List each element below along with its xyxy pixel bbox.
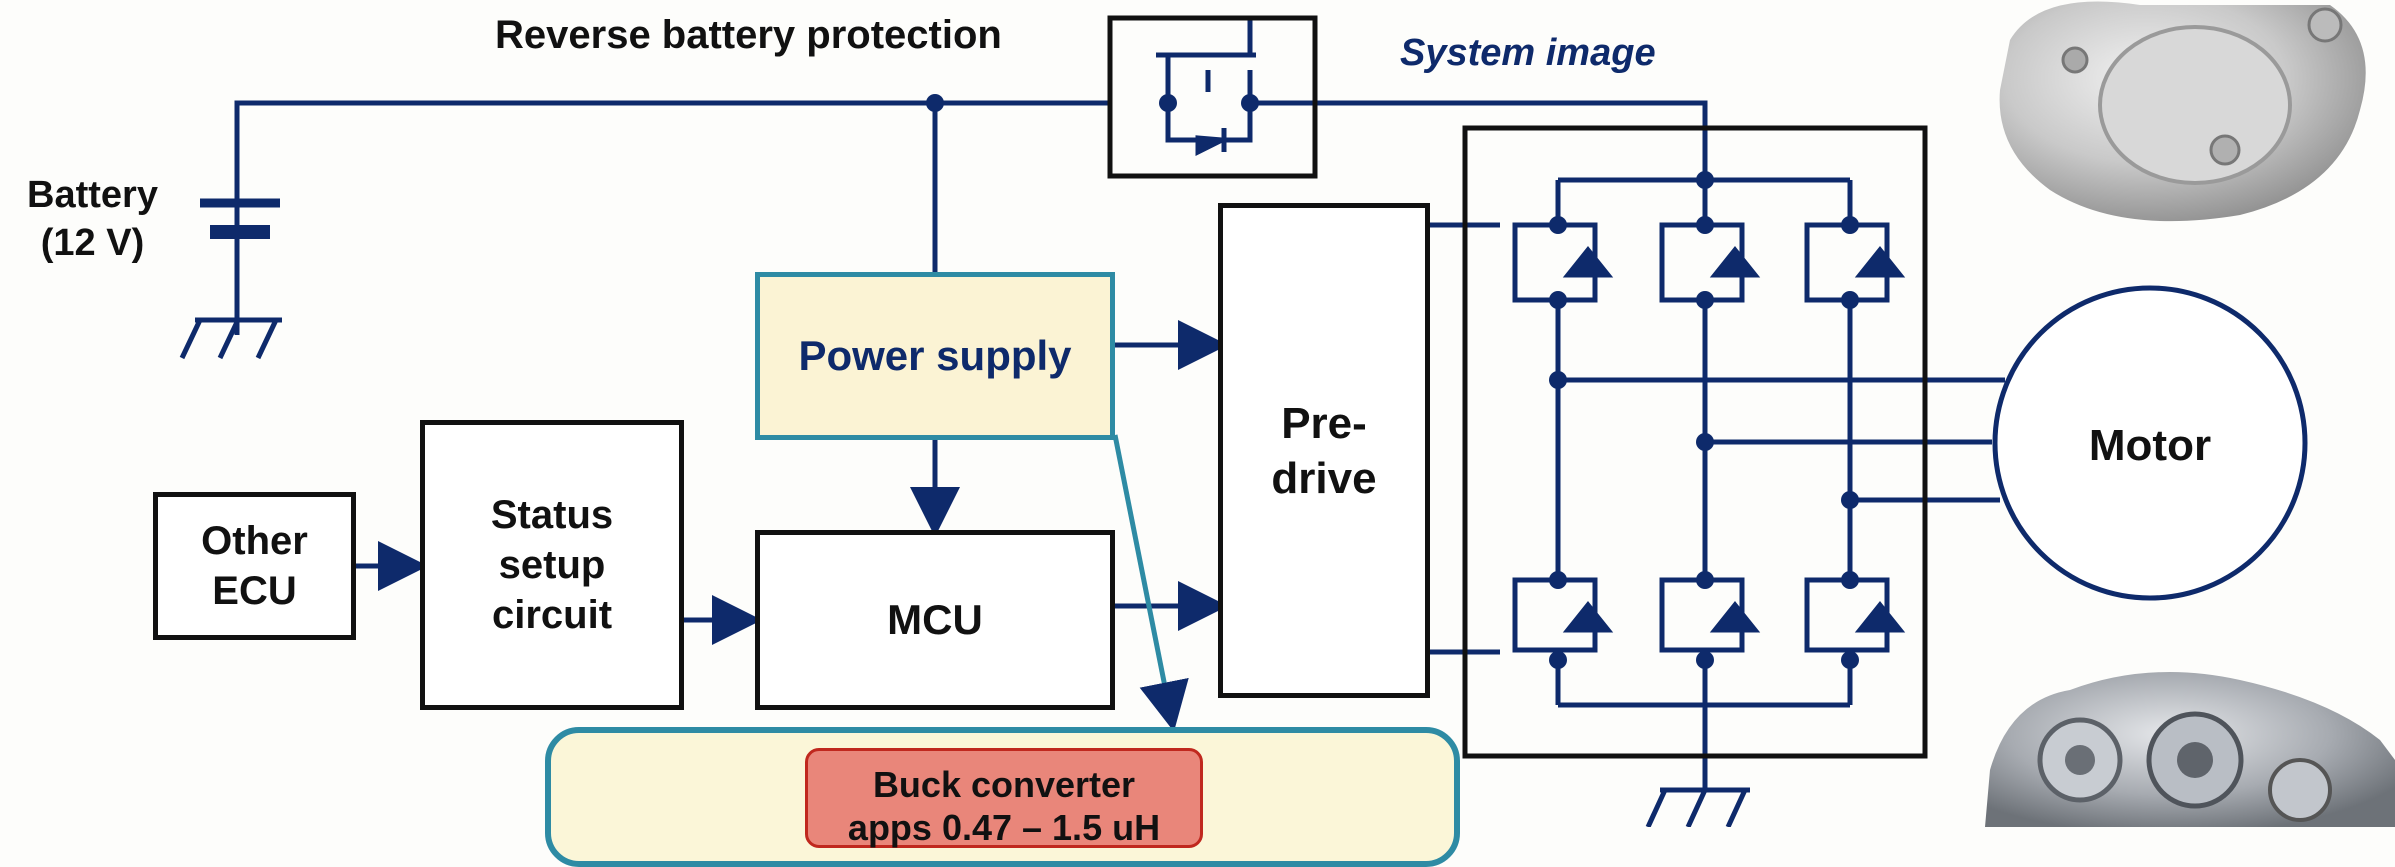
rail-to-bridge [1254, 100, 1708, 180]
low-side-mosfets [1512, 577, 1890, 653]
schematic-wiring [179, 15, 2308, 827]
high-side-mosfets [1512, 222, 1890, 303]
battery-label-line1: Battery [27, 174, 158, 216]
pre-drive-block: Pre- drive [1218, 203, 1430, 698]
buck-converter-title: Buck converter [872, 764, 1136, 805]
mcu-block: MCU [755, 530, 1115, 710]
battery-label: Battery (12 V) [10, 172, 175, 267]
buck-converter-spec: apps 0.47 – 1.5 uH [847, 807, 1161, 849]
battery-label-line2: (12 V) [40, 221, 145, 264]
other-ecu-label: Other ECU [201, 519, 308, 613]
buck-converter-box: Buck converter apps 0.47 – 1.5 uH [805, 748, 1203, 848]
junction-dots [926, 94, 1859, 669]
other-ecu-block: Other ECU [153, 492, 356, 640]
reverse-protection-label: Reverse battery protection [495, 13, 1002, 57]
system-image-label: System image [1400, 32, 1656, 74]
mcu-label: MCU [887, 595, 983, 643]
status-setup-label: Status setup circuit [490, 493, 614, 637]
power-supply-label: Power supply [798, 331, 1072, 379]
motor-label: Motor [2088, 421, 2212, 470]
callout-pointer [1112, 434, 1189, 732]
power-supply-block: Power supply [755, 272, 1115, 440]
inverter-box [1462, 125, 1928, 759]
reverse-protection-box [1107, 15, 1318, 179]
status-setup-block: Status setup circuit [420, 420, 684, 710]
motor-circle [1992, 285, 2308, 601]
pre-drive-label: Pre- drive [1271, 398, 1377, 503]
